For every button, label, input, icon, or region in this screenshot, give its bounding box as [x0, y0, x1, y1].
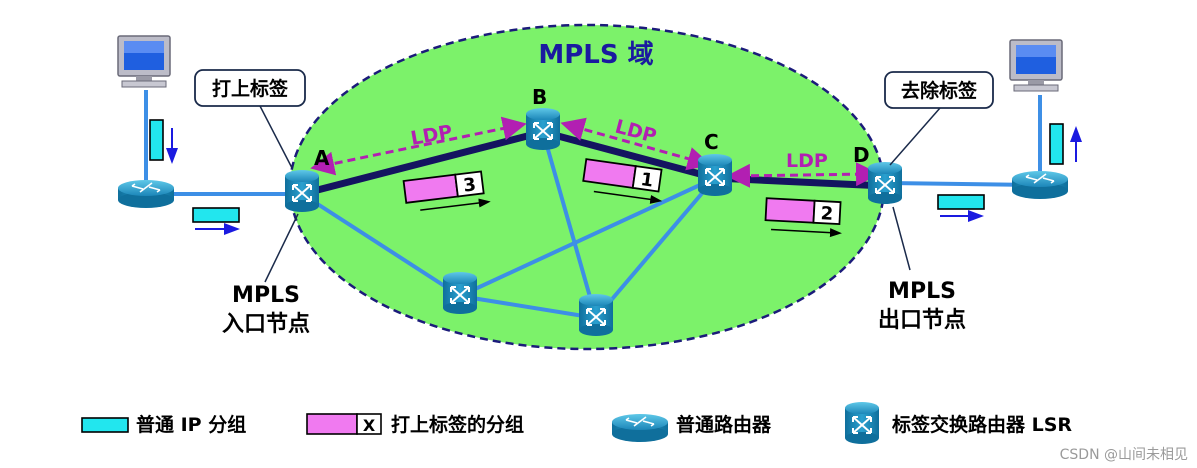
legend-ip-packet-label: 普通 IP 分组: [136, 413, 246, 436]
links: [144, 90, 1042, 320]
ingress-line2: 入口节点: [222, 311, 310, 337]
svg-text:2: 2: [820, 203, 834, 225]
egress-line1: MPLS: [888, 279, 956, 304]
host-left-icon: [117, 35, 171, 88]
svg-text:3: 3: [462, 174, 477, 196]
lsr-b-icon: [525, 107, 561, 151]
labeled-packet-2: 2: [764, 197, 842, 238]
lsr-c-icon: [697, 153, 733, 197]
node-label-d: D: [853, 143, 870, 167]
router-left-icon: [117, 179, 175, 209]
legend-labeled-packet-label: 打上标签的分组: [391, 413, 524, 436]
ip-packet-left-horizontal: [192, 207, 240, 235]
push-label-callout: 打上标签: [194, 69, 306, 169]
ip-packet-left-vertical: [149, 119, 178, 164]
lsr-inner-2-icon: [578, 293, 614, 337]
node-label-c: C: [704, 130, 719, 154]
node-label-b: B: [532, 85, 547, 109]
watermark: CSDN @山间未相见: [1060, 447, 1188, 463]
legend-router-label: 普通路由器: [676, 413, 772, 436]
legend-lsr-label: 标签交换路由器 LSR: [892, 413, 1072, 436]
legend: 普通 IP 分组 X 打上标签的分组 普通路由器 标签交换路由器 LSR: [81, 401, 1072, 445]
svg-text:去除标签: 去除标签: [901, 79, 978, 102]
legend-labeled-packet-marker: X: [363, 416, 376, 435]
ip-packet-right-horizontal: [937, 194, 985, 222]
lsr-inner-1-icon: [442, 271, 478, 315]
svg-text:打上标签: 打上标签: [212, 77, 289, 100]
egress-line2: 出口节点: [878, 307, 966, 333]
lsr-a-icon: [284, 169, 320, 213]
ip-packet-right-vertical: [1049, 123, 1082, 165]
node-label-a: A: [314, 146, 330, 170]
legend-lsr-icon: [844, 401, 880, 445]
labeled-packet-1: 1: [582, 158, 663, 204]
ldp-arrows: [310, 116, 880, 188]
host-right-icon: [1009, 39, 1063, 92]
router-right-icon: [1011, 170, 1069, 200]
labeled-packet-3: 3: [402, 170, 491, 211]
legend-labeled-packet-swatch: [306, 413, 358, 435]
lsr-d-icon: [867, 161, 903, 205]
svg-text:1: 1: [639, 169, 654, 192]
legend-ip-packet-swatch: [81, 417, 129, 433]
pop-label-callout: 去除标签: [884, 71, 994, 166]
legend-router-icon: [611, 413, 669, 443]
ingress-line1: MPLS: [232, 283, 300, 308]
ldp-label-cd: LDP: [786, 150, 828, 172]
domain-title: MPLS 域: [538, 40, 653, 70]
